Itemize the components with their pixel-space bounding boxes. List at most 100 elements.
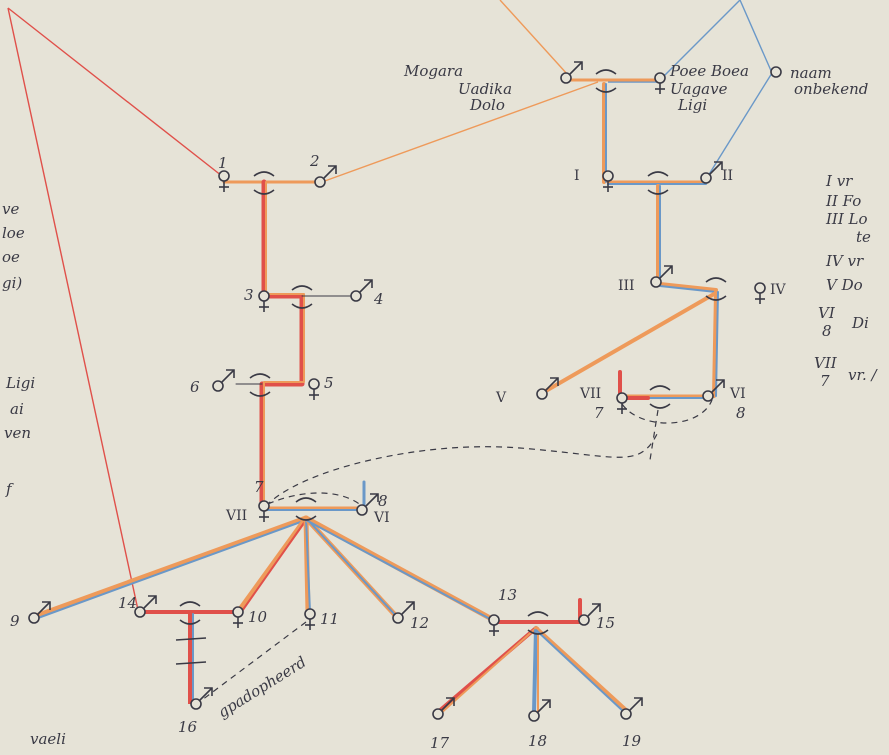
- label-18: 18: [528, 732, 547, 750]
- person-10-female-icon: [232, 606, 244, 628]
- roman-labels: I II III IV V VII 7 VI 8: [495, 168, 787, 422]
- label-7: 7: [254, 478, 264, 496]
- poee-name-line2: Uagave: [670, 80, 728, 98]
- person-3-female-icon: [258, 290, 270, 312]
- label-II: II: [722, 168, 733, 184]
- left-margin-notes: ve loe oe gi) Ligi ai ven f vaeli: [2, 200, 66, 748]
- label-IV: IV: [770, 282, 787, 298]
- label-12: 12: [410, 614, 429, 632]
- legend-row-6b: 8: [822, 322, 832, 340]
- person-12-male-icon: [392, 601, 415, 624]
- person-VII-female-icon: [616, 392, 628, 414]
- person-16-male-icon: [190, 687, 213, 710]
- mogara-name-line3: Dolo: [469, 96, 505, 114]
- person-17-male-icon: [432, 697, 455, 720]
- label-4: 4: [373, 290, 384, 308]
- label-VII-left: VII: [225, 508, 247, 524]
- label-19: 19: [622, 732, 642, 750]
- person-19-male-icon: [620, 697, 643, 720]
- label-9: 9: [10, 612, 20, 630]
- family-lines-right: [542, 78, 719, 400]
- mogara-name-line2: Uadika: [458, 80, 512, 98]
- poee-name-line3: Ligi: [677, 96, 707, 114]
- person-1-female-icon: [218, 170, 230, 192]
- label-7-right: 7: [594, 404, 604, 422]
- label-3: 3: [244, 286, 254, 304]
- person-14-male-icon: [134, 595, 157, 618]
- person-6-male-icon: [212, 369, 235, 392]
- thin-blue-lines: [608, 0, 773, 177]
- margin-note-5: Ligi: [5, 374, 35, 392]
- person-III-male-icon: [650, 265, 673, 288]
- margin-note-4: gi): [2, 274, 22, 292]
- label-VI-right: VI: [729, 386, 746, 402]
- margin-note-7: ven: [4, 424, 31, 442]
- legend-row-3b: te: [856, 228, 871, 246]
- legend-row-5: V Do: [826, 276, 863, 294]
- legend-row-7b: 7: [820, 372, 830, 390]
- label-6: 6: [190, 378, 200, 396]
- label-V: V: [495, 390, 507, 406]
- person-11-female-icon: [304, 608, 316, 630]
- person-II-male-icon: [700, 161, 723, 184]
- person-symbols: [28, 61, 782, 722]
- person-I-female-icon: [602, 170, 614, 192]
- person-18-male-icon: [528, 699, 551, 722]
- margin-note-bottom: vaeli: [30, 730, 66, 748]
- marriage-brackets: [175, 69, 727, 665]
- thin-orange-lines: [321, 0, 599, 183]
- person-VI-male-icon: [702, 379, 725, 402]
- family-lines-left: [222, 179, 366, 511]
- margin-note-8: f: [5, 480, 14, 498]
- label-5: 5: [324, 374, 334, 392]
- legend-row-7-text: vr. /: [848, 366, 879, 384]
- person-poee-female-icon: [654, 72, 666, 94]
- naam-line1: naam: [790, 64, 832, 82]
- person-8-male-icon: [356, 493, 379, 516]
- person-unknown-icon: [770, 66, 782, 78]
- margin-note-3: oe: [2, 248, 20, 266]
- poee-name-line1: Poee Boea: [669, 62, 749, 80]
- label-1: 1: [218, 154, 228, 172]
- person-13-female-icon: [488, 614, 500, 636]
- label-I: I: [574, 168, 580, 184]
- label-III: III: [618, 278, 635, 294]
- number-labels: 1 2 3 4 5 6 7 VII 8 VI 9 10 11 12 13 14 …: [10, 152, 642, 752]
- legend-row-6-text: Di: [851, 314, 869, 332]
- person-9-male-icon: [28, 601, 51, 624]
- margin-note-2: loe: [2, 224, 25, 242]
- thin-red-lines: [7, 7, 223, 611]
- label-10: 10: [248, 608, 268, 626]
- label-8-right: 8: [736, 404, 746, 422]
- dashed-links: [201, 399, 713, 701]
- label-8: 8: [378, 492, 388, 510]
- legend-row-2: II Fo: [825, 192, 861, 210]
- legend-row-7a: VII: [814, 354, 838, 372]
- label-14: 14: [118, 594, 137, 612]
- label-13: 13: [498, 586, 517, 604]
- legend: I vr II Fo III Lo te IV vr V Do VI 8 Di …: [814, 172, 879, 390]
- label-15: 15: [596, 614, 615, 632]
- legend-row-4: IV vr: [825, 252, 864, 270]
- naam-line2: onbekend: [794, 80, 868, 98]
- label-17: 17: [430, 734, 450, 752]
- label-VII-right: VII: [579, 386, 601, 402]
- person-IV-female-icon: [754, 282, 766, 304]
- person-2-male-icon: [314, 165, 337, 188]
- person-7-female-icon: [258, 500, 270, 522]
- label-2: 2: [309, 152, 320, 170]
- legend-row-1: I vr: [825, 172, 853, 190]
- person-mogara-male-icon: [560, 61, 583, 84]
- person-4-male-icon: [350, 279, 373, 302]
- person-V-male-icon: [536, 377, 559, 400]
- label-VI-left: VI: [373, 510, 390, 526]
- margin-note-1: ve: [2, 200, 19, 218]
- person-15-male-icon: [578, 603, 601, 626]
- gradopheerd-annotation: gpadopheerd: [215, 653, 310, 722]
- label-16: 16: [178, 718, 198, 736]
- legend-row-6a: VI: [818, 304, 836, 322]
- person-5-female-icon: [308, 378, 320, 400]
- margin-note-6: ai: [10, 400, 24, 418]
- mogara-name-line1: Mogara: [403, 62, 463, 80]
